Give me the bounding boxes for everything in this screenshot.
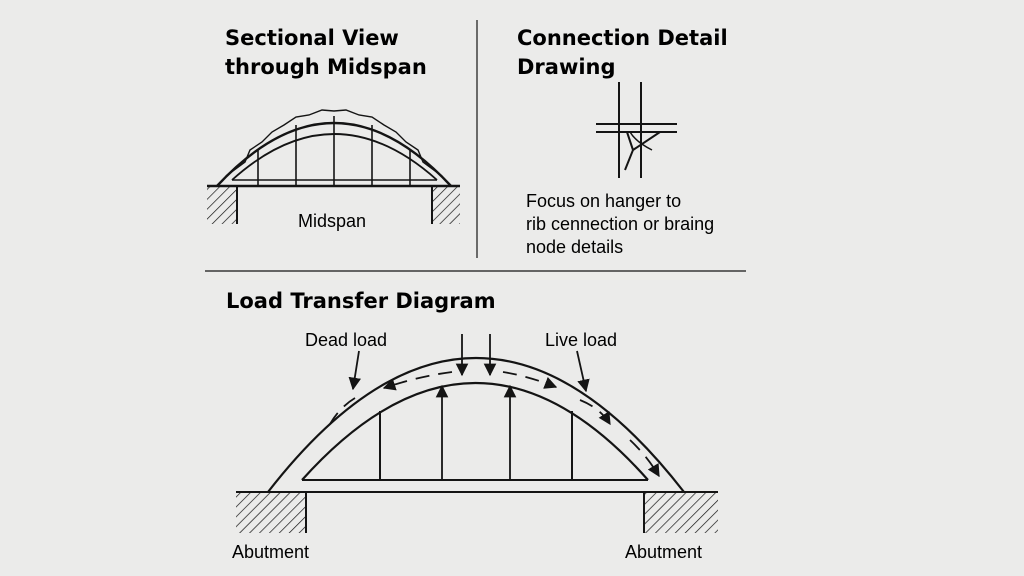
sectional-view-title-line1: Sectional View xyxy=(225,26,399,50)
outer-arch xyxy=(267,357,685,493)
right-abutment-label: Abutment xyxy=(625,542,702,562)
midspan-arch-drawing xyxy=(207,109,460,224)
midspan-truss-lacing xyxy=(225,109,443,177)
live-load-label: Live load xyxy=(545,330,617,350)
arch-thrust-arrows-left xyxy=(382,371,453,391)
right-support-hatch xyxy=(432,186,460,224)
connection-detail-title-line2: Drawing xyxy=(517,55,616,79)
dead-load-label: Dead load xyxy=(305,330,387,350)
connection-note-line1: Focus on hanger to xyxy=(526,191,681,211)
force-arrows xyxy=(329,334,660,480)
midspan-label: Midspan xyxy=(298,211,366,231)
left-abutment-label: Abutment xyxy=(232,542,309,562)
live-load-arrow xyxy=(576,350,590,393)
left-abutment-hatch xyxy=(236,492,306,533)
load-transfer-panel: Load Transfer Diagram xyxy=(226,289,718,562)
left-support-hatch xyxy=(207,186,237,224)
sectional-view-title-line2: through Midspan xyxy=(225,55,427,79)
connection-detail-title-line1: Connection Detail xyxy=(517,26,728,50)
inner-arch xyxy=(301,381,649,481)
load-transfer-title: Load Transfer Diagram xyxy=(226,289,496,313)
connection-note-line2: rib cennection or braing xyxy=(526,214,714,234)
right-abutment-hatch xyxy=(644,492,718,533)
connection-note-line3: node details xyxy=(526,237,623,257)
arch-thrust-arrows-right xyxy=(502,371,558,389)
load-transfer-bridge xyxy=(236,357,718,533)
dead-load-arrow xyxy=(348,350,361,391)
connection-detail-drawing xyxy=(596,82,677,178)
connection-detail-panel: Connection Detail Drawing Focus on hange… xyxy=(517,26,728,257)
sectional-view-panel: Sectional View through Midspan Midspan xyxy=(207,26,460,231)
